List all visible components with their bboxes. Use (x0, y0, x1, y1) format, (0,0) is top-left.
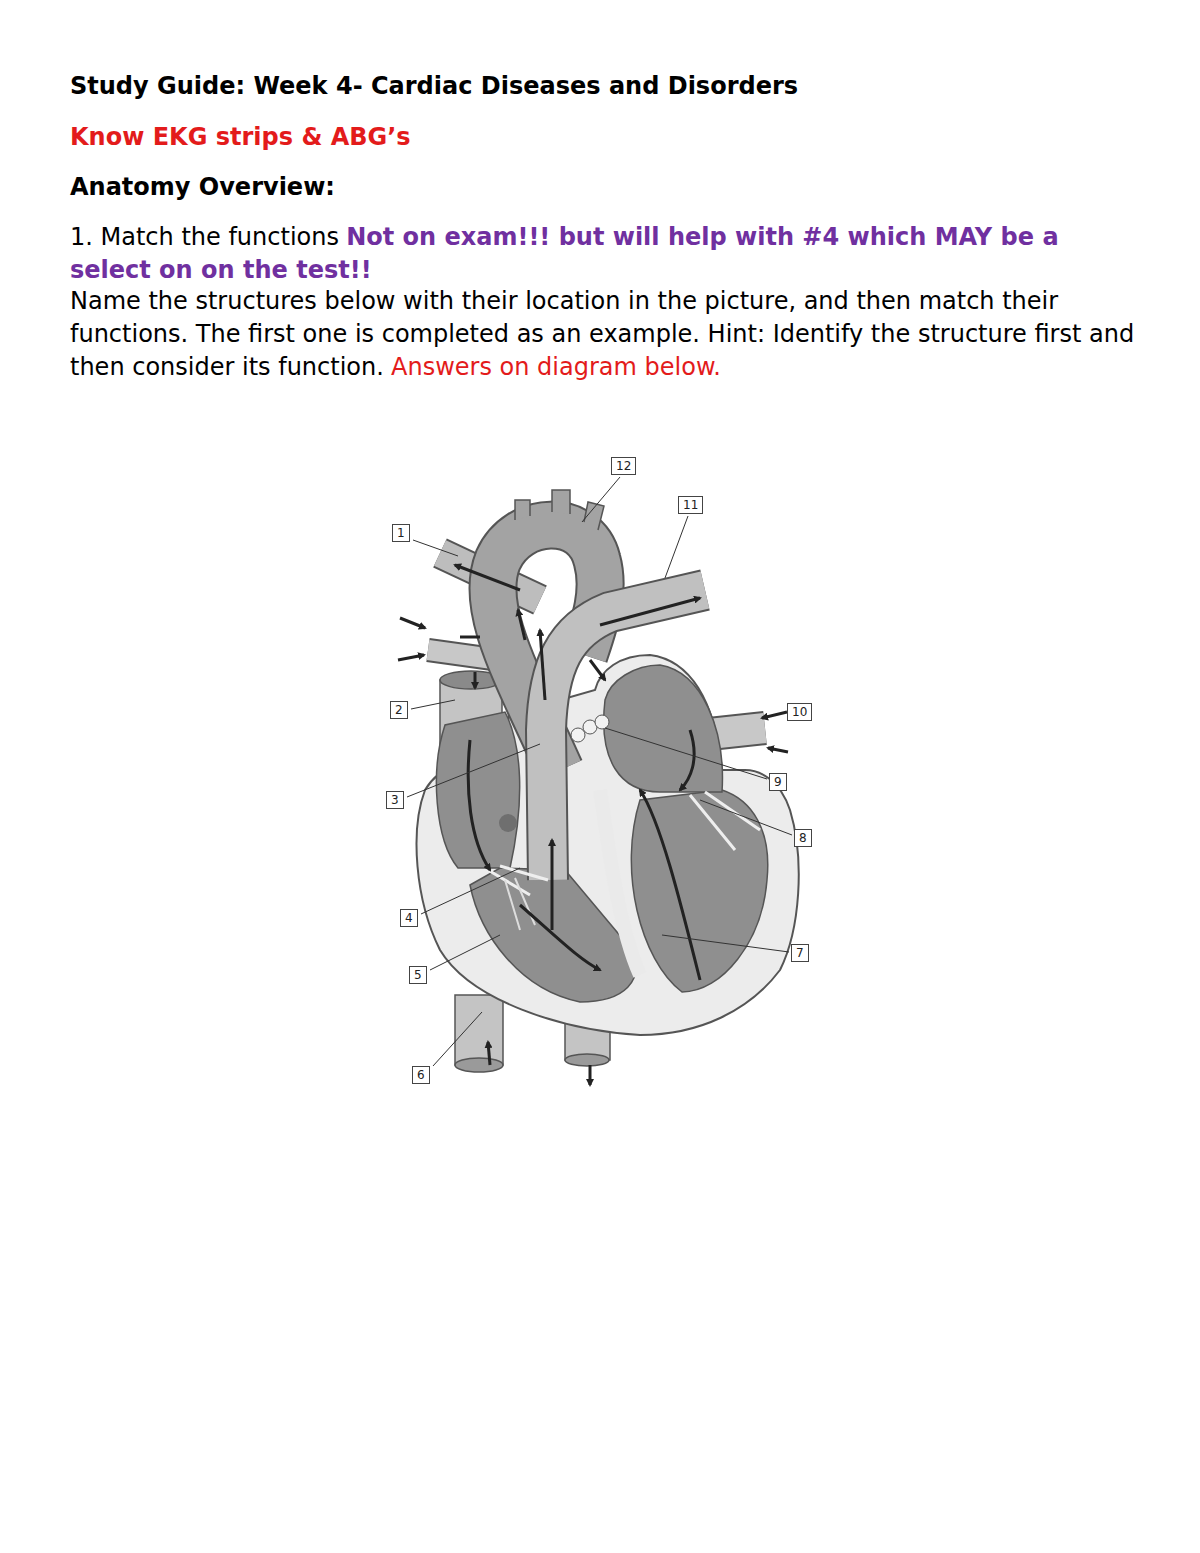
callout-text: 1 (397, 526, 405, 540)
callout-text: 8 (799, 831, 807, 845)
callout-text: 2 (395, 703, 403, 717)
callout-number: 11 (678, 496, 703, 514)
paragraph: Name the structures below with their loc… (70, 285, 1145, 384)
callout-number: 10 (787, 703, 812, 721)
callout-number: 9 (769, 773, 787, 791)
callout-number: 4 (400, 909, 418, 927)
callout-text: 9 (774, 775, 782, 789)
callout-number: 12 (611, 457, 636, 475)
callout-text: 5 (414, 968, 422, 982)
leader-lines (407, 477, 792, 1066)
callout-text: 10 (792, 705, 807, 719)
section-heading: Anatomy Overview: (70, 171, 335, 204)
inferior-vena-cava (455, 995, 503, 1065)
callout-text: 3 (391, 793, 399, 807)
callout-number: 5 (409, 966, 427, 984)
callout-text: 11 (683, 498, 698, 512)
myocardium (417, 655, 799, 1035)
callout-number: 3 (386, 791, 404, 809)
callout-number: 2 (390, 701, 408, 719)
callout-number: 1 (392, 524, 410, 542)
paragraph: 1. Match the functionsNot on exam!!! but… (70, 221, 1145, 287)
body-text: 1. Match the functions (70, 223, 339, 251)
page-title: Study Guide: Week 4- Cardiac Diseases an… (70, 70, 798, 103)
callout-text: 7 (796, 946, 804, 960)
red-note: Answers on diagram below. (391, 353, 721, 381)
callout-text: 6 (417, 1068, 425, 1082)
callout-number: 8 (794, 829, 812, 847)
callout-number: 6 (412, 1066, 430, 1084)
red-note: Know EKG strips & ABG’s (70, 121, 411, 154)
callout-text: 4 (405, 911, 413, 925)
callout-number: 7 (791, 944, 809, 962)
callout-text: 12 (616, 459, 631, 473)
